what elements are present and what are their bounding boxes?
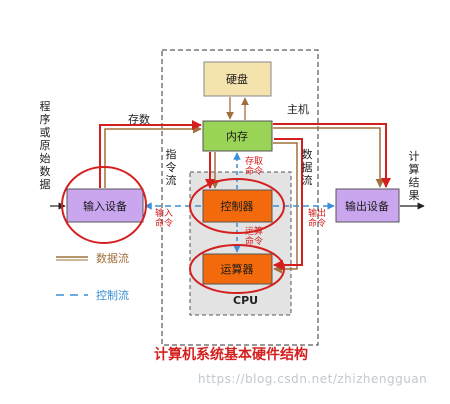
output-device-box [335, 188, 400, 223]
legend-data-flow-label: 数据流 [96, 251, 129, 265]
svg-text:运算命令: 运算命令 [245, 225, 263, 247]
memory-label: 内存 [226, 129, 248, 143]
cpu-label: CPU [233, 294, 258, 307]
svg-text:指令流: 指令流 [166, 147, 177, 187]
svg-text:计算结果: 计算结果 [409, 150, 420, 202]
controller-label: 控制器 [221, 199, 254, 213]
legend-control-flow-label: 控制流 [96, 288, 129, 302]
memory-alu-highlight-arrow [273, 138, 303, 270]
svg-text:程序或原始数据: 程序或原始数据 [40, 100, 51, 191]
input-cmd-label: 输入命令 [155, 207, 173, 229]
controller-box [202, 189, 273, 223]
output-device-label: 输出设备 [345, 199, 389, 213]
alu-label: 运算器 [221, 262, 254, 276]
svg-text:存取命令: 存取命令 [245, 155, 263, 177]
fetch-cmd-label: 存取命令 [245, 155, 263, 177]
store-label: 存数 [128, 112, 150, 126]
disk-box [203, 61, 272, 97]
host-region [161, 49, 319, 346]
memory-box [202, 120, 273, 152]
program-input-label: 程序或原始数据 [40, 100, 51, 191]
svg-text:输出命令: 输出命令 [308, 207, 326, 229]
diagram-title: 计算机系统基本硬件结构 [154, 346, 308, 363]
controller-highlight [189, 178, 285, 234]
host-label: 主机 [287, 102, 309, 116]
result-label: 计算结果 [409, 150, 420, 202]
alu-highlight [189, 244, 285, 294]
instruction-flow-label: 指令流 [166, 147, 177, 187]
output-highlight-arrow [273, 123, 391, 188]
input-device-label: 输入设备 [83, 199, 127, 213]
svg-text:输入命令: 输入命令 [155, 207, 173, 229]
svg-text:数据流: 数据流 [302, 148, 313, 187]
alu-cmd-label: 运算命令 [245, 225, 263, 247]
output-cmd-label: 输出命令 [308, 207, 326, 229]
watermark: https://blog.csdn.net/zhizhengguan [198, 372, 428, 386]
input-device-highlight [61, 166, 147, 244]
store-highlight-arrow [99, 120, 202, 188]
input-device-box [66, 188, 144, 223]
disk-label: 硬盘 [226, 72, 248, 86]
store-data-flow [104, 124, 202, 188]
alu-box [202, 253, 273, 285]
memory-to-output-flow [273, 127, 385, 188]
data-flow-vertical-label: 数据流 [302, 148, 313, 187]
